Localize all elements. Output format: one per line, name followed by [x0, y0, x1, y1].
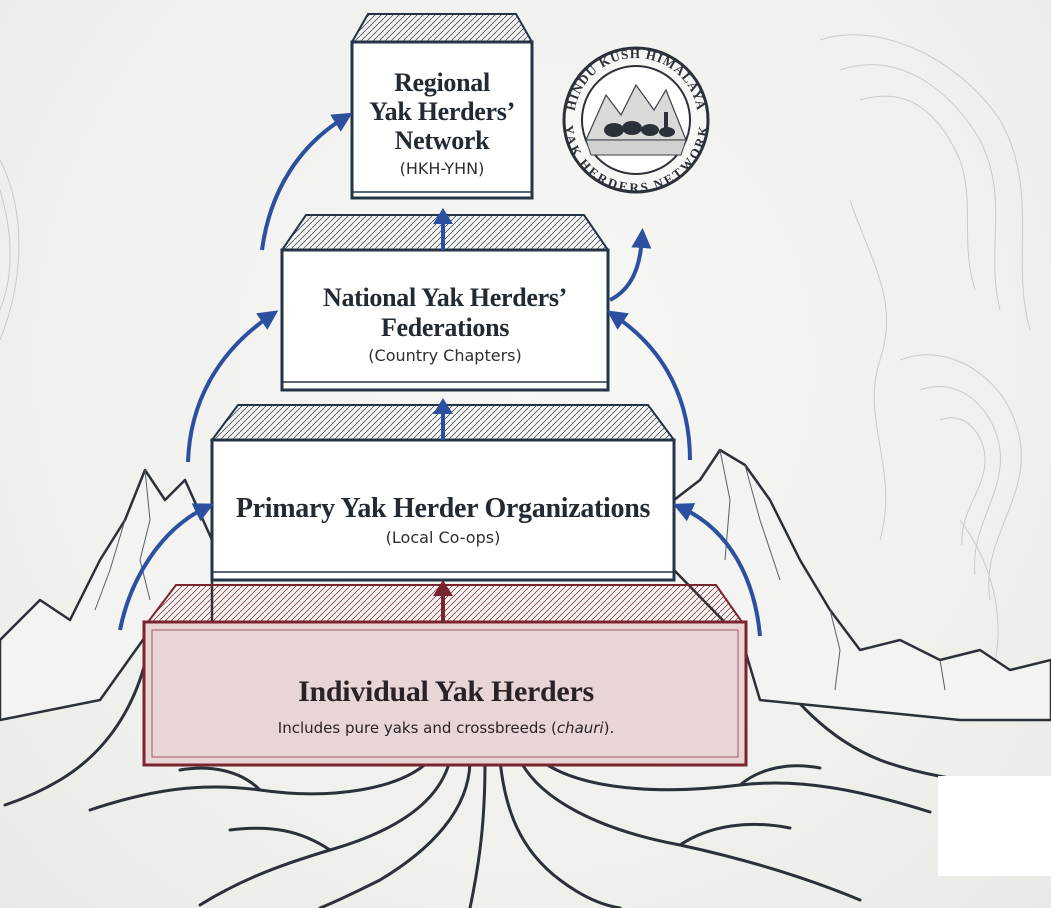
- subtitle-prefix: Includes pure yaks and crossbreeds (: [277, 718, 557, 737]
- mountain-range: [0, 448, 1051, 722]
- tier-national-block: [280, 214, 610, 392]
- tier-primary-title: Primary Yak Herder Organizations: [235, 492, 651, 524]
- tier-individual-title: Individual Yak Herders: [298, 675, 594, 709]
- tier-regional-title-line: Network: [394, 126, 490, 156]
- tier-national-title-line: Federations: [380, 312, 510, 342]
- vertical-arrows: [433, 208, 453, 622]
- tier-regional-title-line: Regional: [394, 67, 490, 97]
- tier-individual-block: [142, 584, 748, 767]
- tier-regional: Regional Yak Herders’ Network (HKH-YHN): [358, 48, 526, 198]
- tier-regional-subtitle: (HKH-YHN): [399, 159, 485, 179]
- mountain-shading: [94, 449, 946, 691]
- tier-national-title: National Yak Herders’ Federations: [323, 283, 567, 341]
- tier-primary-subtitle: (Local Co-ops): [385, 528, 501, 548]
- topographic-contours: [0, 34, 1031, 681]
- tier-regional-block: [350, 13, 534, 200]
- tier-national: National Yak Herders’ Federations (Count…: [290, 268, 600, 380]
- emblem-seal: HINDU KUSH HIMALAYA YAK HERDERS NETWORK: [561, 46, 710, 195]
- tier-national-subtitle: (Country Chapters): [368, 345, 522, 365]
- tier-regional-title-line: Yak Herders’: [369, 96, 515, 126]
- tier-regional-title: Regional Yak Herders’ Network: [369, 68, 515, 155]
- blank-patch: [938, 776, 1051, 876]
- tier-individual: Individual Yak Herders Includes pure yak…: [150, 656, 742, 756]
- tier-individual-subtitle: Includes pure yaks and crossbreeds (chau…: [278, 719, 614, 737]
- tier-national-title-line: National Yak Herders’: [322, 283, 568, 313]
- subtitle-suffix: ).: [603, 718, 615, 737]
- tier-primary: Primary Yak Herder Organizations (Local …: [212, 470, 674, 570]
- subtitle-emphasis: chauri: [556, 718, 604, 737]
- curved-arrows: [118, 112, 762, 637]
